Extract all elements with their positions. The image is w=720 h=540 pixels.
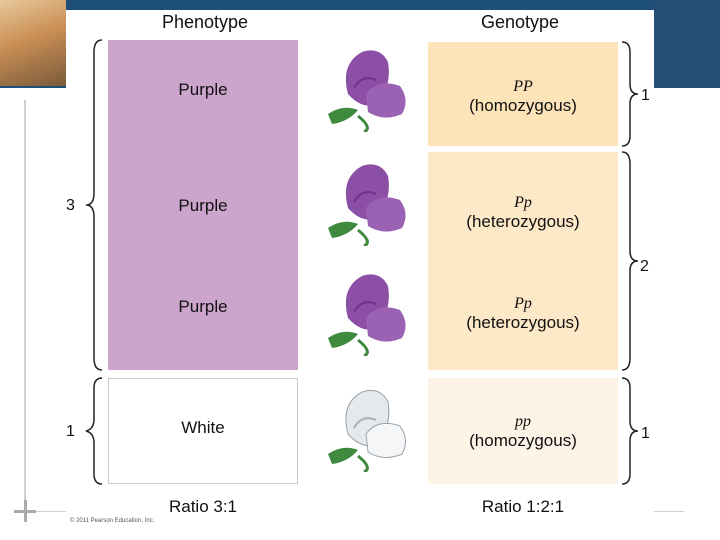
phenotype-label-2: Purple [178, 196, 228, 215]
genotype-ratio: Ratio 1:2:1 [481, 497, 565, 516]
genotype-text-1: PP (homozygous) [428, 77, 618, 117]
right-count-pp-lower: 1 [641, 425, 650, 442]
banner-photo [0, 0, 66, 86]
genotype-cell-4 [428, 378, 618, 484]
right-count-pp-upper: 1 [641, 87, 650, 104]
genotype-header: Genotype [480, 12, 560, 32]
phenotype-label-1: Purple [178, 80, 228, 99]
banner-right-panel [654, 0, 720, 88]
right-brace-heterozygous [621, 151, 639, 371]
white-phenotype-box [108, 378, 298, 484]
left-brace-purple [85, 39, 103, 371]
right-count-heterozygous: 2 [640, 258, 649, 275]
phenotype-header: Phenotype [161, 12, 249, 32]
phenotype-label-3: Purple [178, 297, 228, 316]
genotype-cell-1 [428, 42, 618, 146]
genotype-text-4: pp (homozygous) [428, 412, 618, 452]
genotype-text-3: Pp (heterozygous) [428, 294, 618, 334]
genotype-cell-heterozygous [428, 152, 618, 370]
left-brace-white [85, 377, 103, 485]
genotype-symbol: Pp [514, 194, 532, 211]
genotype-symbol: pp [515, 413, 531, 430]
phenotype-ratio: Ratio 3:1 [168, 497, 238, 516]
genotype-symbol: Pp [514, 295, 532, 312]
purple-flower-icon [328, 274, 406, 356]
copyright-text: © 2011 Pearson Education, Inc. [70, 518, 155, 524]
genotype-type: (heterozygous) [466, 313, 580, 333]
genotype-type: (homozygous) [469, 431, 577, 451]
plus-icon-v [24, 500, 27, 522]
left-decor-line [24, 100, 26, 520]
genotype-symbol: PP [513, 78, 533, 95]
right-brace-homozygous-dominant [621, 41, 639, 147]
footer-line-right [654, 511, 684, 512]
genotype-type: (homozygous) [469, 96, 577, 116]
genotype-text-2: Pp (heterozygous) [428, 193, 618, 233]
left-count-purple: 3 [66, 197, 75, 214]
left-count-white: 1 [66, 423, 75, 440]
footer-line-left [36, 511, 66, 512]
white-flower-icon [328, 389, 406, 472]
genotype-type: (heterozygous) [466, 212, 580, 232]
right-brace-homozygous-recessive [621, 377, 639, 485]
phenotype-label-4: White [181, 418, 225, 437]
purple-flower-icon [328, 50, 406, 132]
purple-flower-icon [328, 164, 406, 246]
purple-phenotype-column [108, 40, 298, 370]
